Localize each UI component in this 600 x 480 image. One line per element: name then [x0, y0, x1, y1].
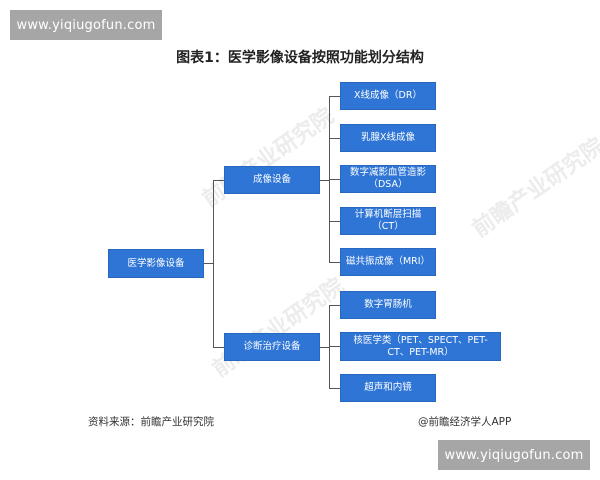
- node-imaging-equipment: 成像设备: [224, 166, 320, 194]
- connector: [329, 305, 330, 389]
- connector: [213, 180, 214, 348]
- connector: [329, 138, 340, 139]
- connector: [329, 96, 340, 97]
- node-root: 医学影像设备: [108, 249, 204, 278]
- node-nuclear-medicine: 核医学类（PET、SPECT、PET-CT、PET-MR）: [340, 332, 501, 361]
- node-dr: X线成像（DR）: [340, 82, 436, 110]
- connector: [329, 262, 340, 263]
- site-watermark-bottom: www.yiqiugofun.com: [438, 440, 590, 470]
- node-ct: 计算机断层扫描（CT）: [340, 207, 436, 235]
- connector: [329, 179, 340, 180]
- connector: [204, 263, 214, 264]
- background-watermark: 前瞻产业研究院: [198, 103, 339, 213]
- credit-note: @前瞻经济学人APP: [418, 416, 512, 428]
- node-mri: 磁共振成像（MRI）: [340, 248, 436, 276]
- connector: [320, 180, 330, 181]
- connector: [329, 388, 340, 389]
- connector: [320, 347, 330, 348]
- connector: [329, 346, 340, 347]
- background-watermark: 前瞻产业研究院: [208, 273, 349, 383]
- connector: [213, 347, 224, 348]
- background-watermark: 前瞻产业研究院: [468, 133, 600, 243]
- connector: [329, 221, 340, 222]
- node-diagnosis-treatment-equipment: 诊断治疗设备: [224, 333, 320, 361]
- node-digital-gi: 数字胃肠机: [340, 291, 436, 319]
- connector: [329, 305, 340, 306]
- node-dsa: 数字减影血管造影（DSA）: [340, 165, 436, 193]
- site-watermark-top: www.yiqiugofun.com: [10, 10, 162, 40]
- connector: [213, 180, 224, 181]
- source-note: 资料来源：前瞻产业研究院: [88, 416, 214, 428]
- figure-title: 图表1：医学影像设备按照功能划分结构: [176, 50, 424, 66]
- node-mammography: 乳腺X线成像: [340, 124, 436, 152]
- node-ultrasound-endoscope: 超声和内镜: [340, 374, 436, 402]
